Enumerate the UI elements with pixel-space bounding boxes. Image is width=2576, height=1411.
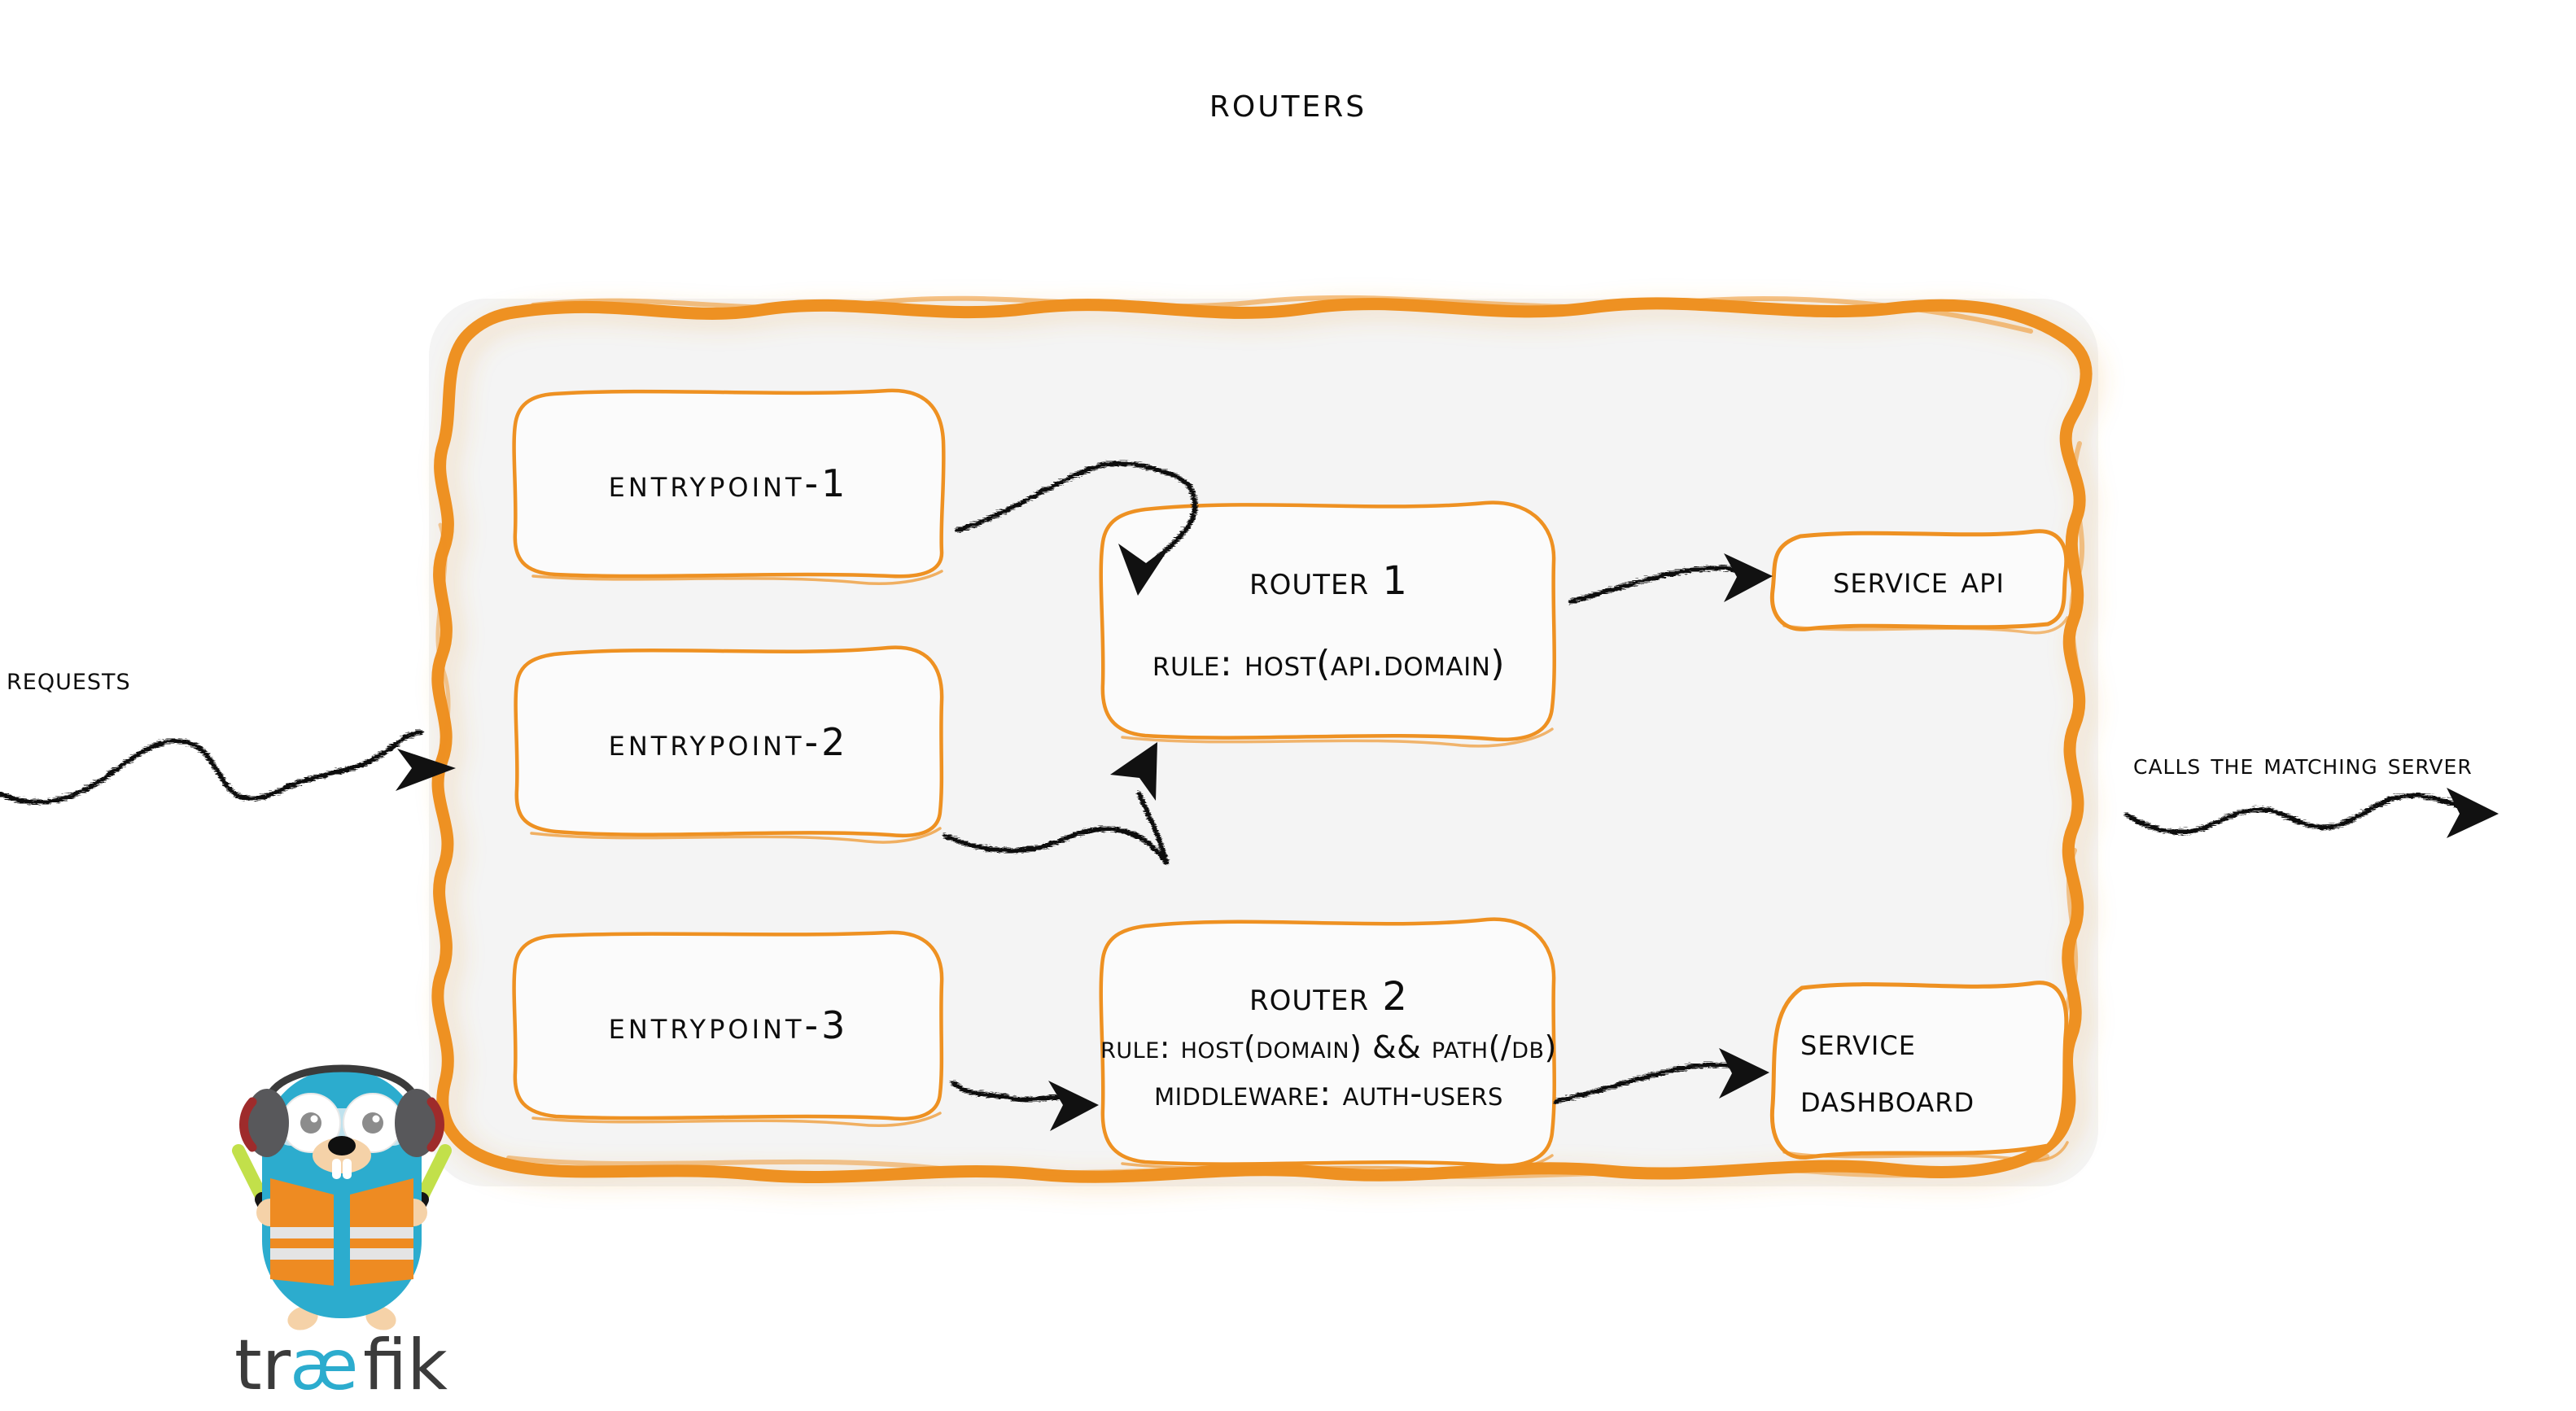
router-box-1[interactable]: Router 1 rule: Host(api.domain) [1095, 495, 1563, 748]
entrypoint-box-1-outline [512, 388, 946, 585]
requests-caption: Requests [7, 661, 131, 697]
service-box-dashboard[interactable]: Service Dashboard [1766, 976, 2071, 1165]
router-box-2-outline [1099, 917, 1556, 1174]
service-box-api-outline [1769, 529, 2069, 635]
safety-vest [270, 1178, 413, 1286]
routers-panel-border [431, 295, 2093, 1183]
arrow-calls-server-out [2123, 788, 2499, 838]
entrypoint-box-1[interactable]: entrypoint-1 [509, 384, 948, 585]
wordmark-fik: fik [363, 1325, 448, 1406]
headphone-right [395, 1089, 439, 1157]
wordmark-tr: tr [234, 1325, 291, 1406]
gopher-nose [328, 1136, 356, 1155]
traefik-logo: tr æ fik [220, 1027, 464, 1408]
traefik-wordmark: tr æ fik [234, 1325, 448, 1406]
page-title: Routers [1209, 78, 1367, 127]
service-box-dashboard-outline [1769, 981, 2069, 1163]
wordmark-ae: æ [290, 1325, 358, 1406]
router-box-2[interactable]: Router 2 rule: Host(domain) && Path(/db)… [1095, 913, 1563, 1174]
entrypoint-box-3-outline [512, 930, 944, 1127]
router-box-1-outline [1099, 500, 1556, 748]
calls-server-caption: Calls the matching server [2133, 749, 2473, 781]
traefik-gopher-icon: tr æ fik [232, 1064, 452, 1406]
entrypoint-box-2[interactable]: entrypoint-2 [509, 643, 948, 844]
entrypoint-box-2-outline [514, 645, 944, 844]
headphones-band [263, 1064, 421, 1109]
headphone-left [245, 1089, 289, 1157]
arrow-requests-in [0, 728, 456, 804]
service-box-api[interactable]: Service API [1766, 525, 2071, 635]
entrypoint-box-3[interactable]: entrypoint-3 [509, 926, 948, 1127]
